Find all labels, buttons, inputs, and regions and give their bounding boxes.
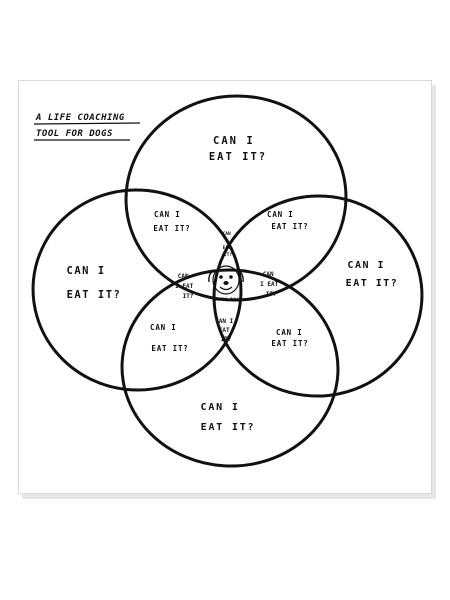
region-inner-left-label: CAN I EAT IT?	[175, 273, 197, 300]
region-right-label: CAN I EAT IT?	[346, 260, 399, 289]
region-bottom-left-label: CAN I EAT IT?	[150, 323, 189, 353]
happy-dog-face-icon	[208, 265, 244, 295]
greeting-card	[18, 80, 432, 494]
circle-bottom	[120, 268, 340, 468]
circle-top	[124, 94, 348, 302]
circle-left	[31, 188, 243, 392]
happy-dog-caption: HAPPY DOG	[212, 297, 239, 302]
region-inner-right-label: CAN I EAT IT?	[260, 271, 282, 298]
region-top-left-label: CAN I EAT IT?	[153, 210, 190, 233]
region-bottom-label: CAN I EAT IT?	[201, 402, 256, 433]
title-underline-1	[33, 122, 141, 125]
circle-right	[212, 194, 424, 398]
region-inner-bottom-label: CAN I EAT IT?	[215, 318, 237, 343]
title-line-2: TOOL FOR DOGS	[36, 129, 113, 139]
region-top-label: CAN I EAT IT?	[209, 135, 267, 163]
region-bottom-right-label: CAN I EAT IT?	[271, 328, 308, 348]
region-left-label: CAN I EAT IT?	[67, 265, 122, 301]
region-inner-top-label: CAN I EAT IT?	[223, 231, 234, 258]
region-top-right-label: CAN I EAT IT?	[267, 210, 309, 231]
title-line-1: A LIFE COACHING	[35, 113, 125, 123]
